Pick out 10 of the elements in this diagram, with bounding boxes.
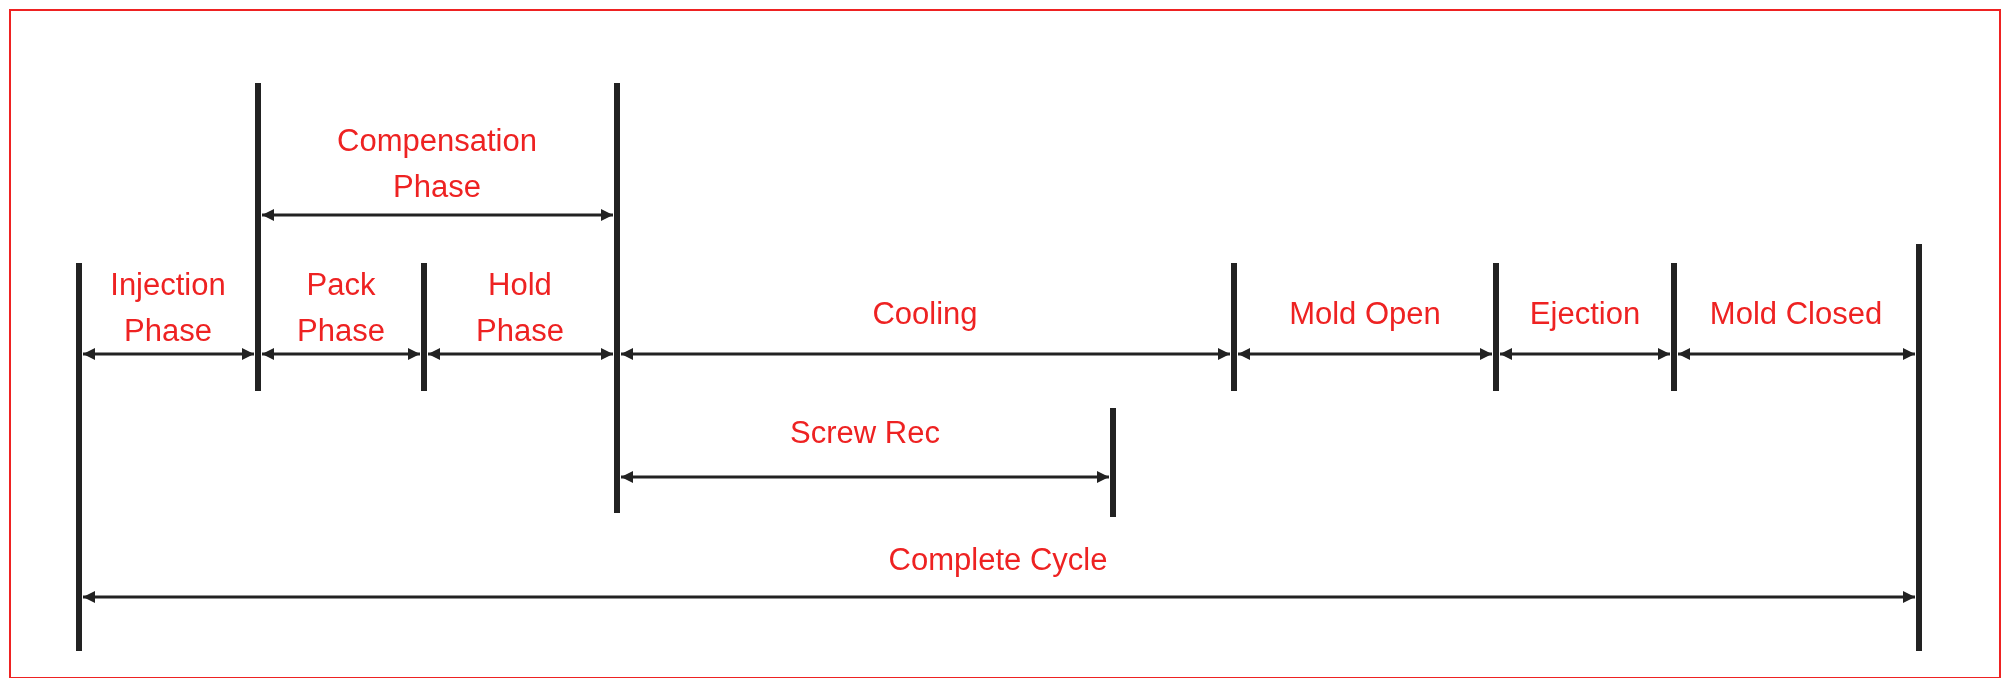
phase-label: Mold Open: [1288, 295, 1442, 333]
phase-label: Injection Phase: [109, 266, 227, 350]
phase-label: Mold Closed: [1708, 295, 1884, 333]
phase-label: Pack Phase: [296, 266, 386, 350]
phase-label: Hold Phase: [475, 266, 565, 350]
phase-label: Compensation Phase: [336, 122, 538, 206]
phase-label: Ejection: [1528, 295, 1642, 333]
phase-label: Complete Cycle: [887, 541, 1109, 579]
phase-label: Screw Rec: [789, 414, 941, 452]
phase-label: Cooling: [871, 295, 979, 333]
